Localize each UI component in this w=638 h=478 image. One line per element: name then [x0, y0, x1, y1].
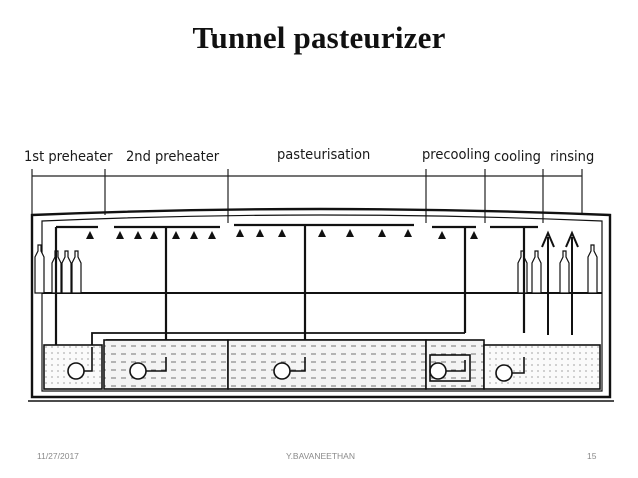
- water-tanks: [43, 339, 601, 390]
- slide-title: Tunnel pasteurizer: [192, 20, 446, 55]
- precooling-heat-exchanger: [429, 354, 471, 382]
- circulation-pumps: [67, 347, 525, 382]
- zone-label-cooling: cooling: [494, 149, 541, 165]
- zone-label-pasteurisation: pasteurisation: [277, 147, 370, 163]
- footer-page-number: 15: [587, 451, 597, 461]
- zone-label-1st-preheater: 1st preheater: [24, 149, 113, 165]
- spray-nozzles: [86, 229, 478, 239]
- footer-author: Y.BAVANEETHAN: [286, 451, 355, 461]
- riser-pipes: [54, 225, 526, 357]
- zone-label-rinsing: rinsing: [550, 149, 594, 165]
- rinsing-flow-arrows: [541, 230, 579, 335]
- zone-dimension-line: [31, 169, 583, 223]
- infeed-bottles: [34, 244, 82, 294]
- spray-headers: [56, 223, 538, 229]
- zone-label-2nd-preheater: 2nd preheater: [126, 149, 220, 165]
- discharge-bottles: [517, 244, 598, 294]
- tunnel-pasteurizer-diagram: 1st preheater 2nd preheater pasteurisati…: [20, 135, 620, 415]
- zone-label-precooling: precooling: [422, 147, 490, 163]
- tunnel-housing: [28, 207, 614, 402]
- footer-date: 11/27/2017: [37, 451, 79, 461]
